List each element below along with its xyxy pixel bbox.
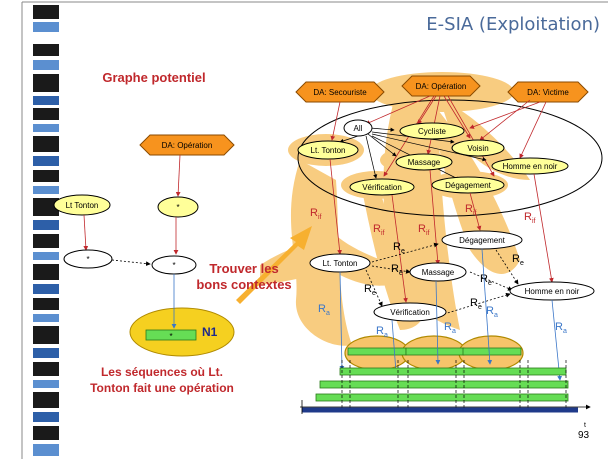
orange-arrow-icon <box>236 226 312 304</box>
re-label-4: Re <box>480 273 492 287</box>
cta-text-content: Trouver les <box>209 261 278 276</box>
node-degagement-top: Dégagement <box>431 176 505 194</box>
caption-content-line2: Tonton fait une opération <box>90 381 234 395</box>
node-cycliste: Cycliste <box>399 122 465 140</box>
node-homme-top-label: Homme en noir <box>503 162 558 171</box>
da-operation-label-right: DA: Opération <box>416 82 467 91</box>
node-homme-top: Homme en noir <box>491 157 569 175</box>
node-cycliste-label: Cycliste <box>418 127 447 136</box>
node-homme-lower-label: Homme en noir <box>525 287 580 296</box>
decorative-strip <box>32 0 62 459</box>
timeline-markers <box>341 360 567 410</box>
ra-label-2: Ra <box>376 325 388 339</box>
re-label-3: Re <box>364 283 376 297</box>
n1-node: * N1 <box>129 307 235 357</box>
slide-title: E-SIA (Exploitation) <box>426 14 600 35</box>
node-verification-top-label: Vérification <box>362 183 402 192</box>
caption: Les séquences où Lt. Tonton fait une opér… <box>90 365 234 395</box>
re-label-2: Re <box>391 263 403 277</box>
node-lt-tonton-top: Lt. Tonton <box>297 140 359 160</box>
rif-labels: Rif Rif Rif Rif Rif <box>310 203 536 237</box>
rif-label-5: Rif <box>524 211 536 225</box>
left-link-tonton-star <box>83 214 89 251</box>
rif-label-4: Rif <box>465 203 477 217</box>
left-heading: Graphe potentiel <box>102 70 205 85</box>
da-operation-node-right: DA: Opération <box>401 75 481 97</box>
node-star-left: * <box>63 249 113 269</box>
timeline-bars <box>315 367 569 402</box>
node-all: All <box>343 119 373 137</box>
node-star-mid: * <box>151 255 197 275</box>
node-massage-lower: Massage <box>409 262 467 282</box>
node-degagement-lower-label: Dégagement <box>459 236 506 245</box>
node-degagement-top-label: Dégagement <box>445 181 492 190</box>
node-massage-lower-label: Massage <box>422 268 455 277</box>
da-operation-label-left: DA: Opération <box>162 141 213 150</box>
ra-labels: Ra Ra Ra Ra Ra <box>318 303 567 339</box>
ra-label-4: Ra <box>486 305 498 319</box>
ra-label-3: Ra <box>444 321 456 335</box>
node-star-yellow: * <box>157 196 199 218</box>
caption-content: Les séquences où Lt. <box>101 365 223 379</box>
node-lt-tonton-top-label: Lt. Tonton <box>311 146 346 155</box>
node-massage-top: Massage <box>395 153 453 171</box>
re-links <box>365 242 519 315</box>
node-lt-tonton-lower-label: Lt. Tonton <box>323 259 358 268</box>
rif-links <box>329 158 554 303</box>
node-homme-lower: Homme en noir <box>509 281 595 301</box>
node-lt-tonton-lower: Lt. Tonton <box>309 253 371 273</box>
ra-label-1: Ra <box>318 303 330 317</box>
ra-links <box>339 248 562 381</box>
node-all-label: All <box>354 124 363 133</box>
left-link-da-star <box>175 154 181 197</box>
da-victime-node: DA: Victime <box>507 81 589 103</box>
node-voisin-label: Voisin <box>467 144 488 153</box>
da-victime-label: DA: Victime <box>527 88 569 97</box>
da-secouriste-label: DA: Secouriste <box>313 88 367 97</box>
da-operation-node-left: DA: Opération <box>139 134 235 156</box>
re-label-1: Re <box>393 241 405 255</box>
node-verification-lower: Vérification <box>373 302 447 322</box>
node-lt-tonton-left: Lt Tonton <box>53 194 111 216</box>
node-lt-tonton-left-label: Lt Tonton <box>66 201 99 210</box>
page-number: 93 <box>578 430 590 441</box>
node-verification-lower-label: Vérification <box>390 308 430 317</box>
sequence-ovals <box>344 335 524 371</box>
n1-label: N1 <box>202 325 218 339</box>
node-star-yellow-label: * <box>176 203 179 212</box>
node-massage-top-label: Massage <box>408 158 441 167</box>
node-star-mid-label: * <box>172 261 175 270</box>
node-voisin: Voisin <box>451 139 505 157</box>
ra-label-5: Ra <box>555 321 567 335</box>
node-star-left-label: * <box>86 255 89 264</box>
rif-label-2: Rif <box>373 223 385 237</box>
node-verification-top: Vérification <box>349 178 415 196</box>
left-dotted-link <box>111 259 151 266</box>
rif-label-1: Rif <box>310 207 322 221</box>
da-secouriste-node: DA: Secouriste <box>295 81 385 103</box>
node-degagement-lower: Dégagement <box>441 230 523 250</box>
re-label-6: Re <box>470 297 482 311</box>
time-label: t <box>584 422 586 429</box>
cta-text-content-line2: bons contextes <box>196 277 291 292</box>
re-label-5: Re <box>512 253 524 267</box>
n1-bar-label: * <box>169 332 172 341</box>
rif-label-3: Rif <box>418 223 430 237</box>
